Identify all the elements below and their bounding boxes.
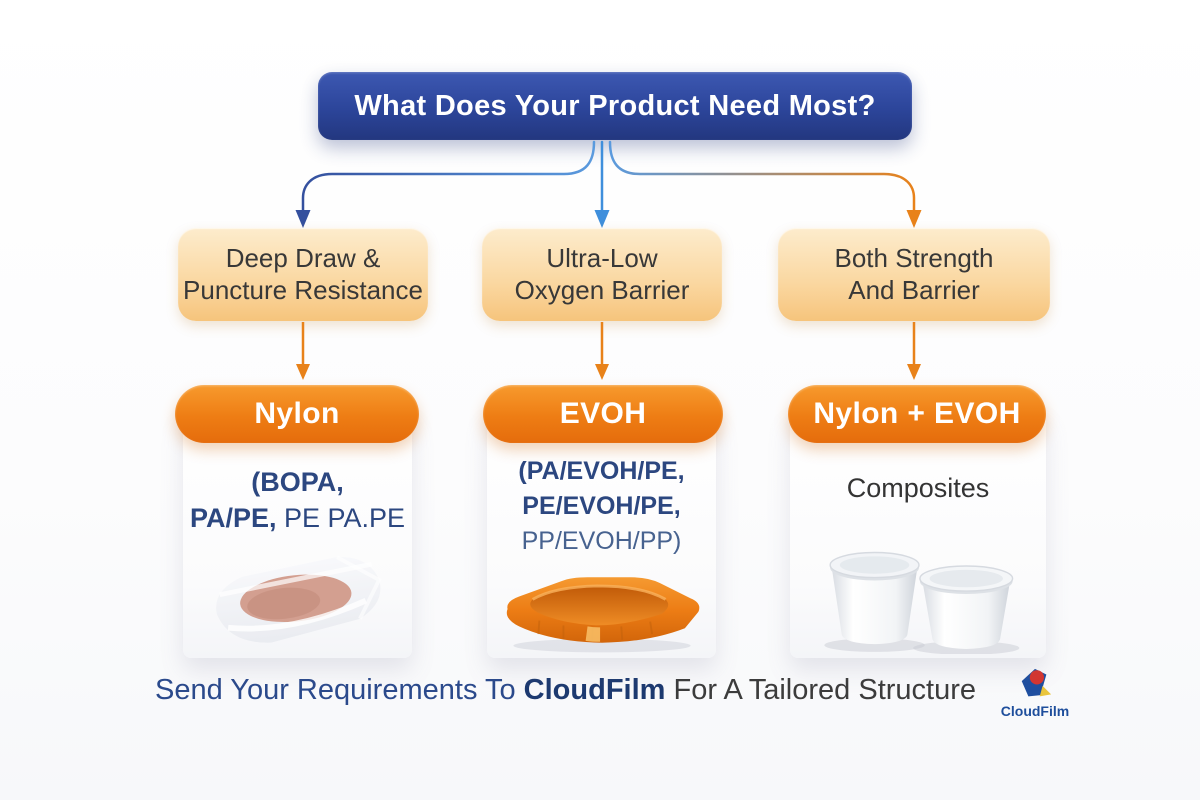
detail-card-nylon: (BOPA, PA/PE, PE PA.PE [183,412,412,658]
cta-brand-name: CloudFilm [523,674,666,706]
material-label: Nylon + EVOH [813,397,1021,430]
structure-line-bold: PA/PE, [189,503,277,534]
arrowhead-right-icon [906,210,922,228]
down-arrow-icon [595,322,609,380]
choice-label-line1: Both Strength [834,242,994,273]
structure-line: Composites [846,473,990,503]
branch-connector-arrows [295,140,922,228]
choice-label-line2: Oxygen Barrier [514,274,690,305]
detail-card-composites: Composites [790,412,1046,658]
arrow-line-left [301,140,596,214]
structure-line: PP/EVOH/PP) [521,527,682,555]
structure-line: (PA/EVOH/PE, [518,457,685,485]
structure-line-regular: PE PA.PE [283,503,406,534]
material-label: Nylon [254,397,340,430]
cloudfilm-logo-text: CloudFilm [1000,703,1070,719]
arrowhead-center-icon [594,210,610,228]
structure-list: Composites [847,470,990,506]
choice-box-deep-draw: Deep Draw & Puncture Resistance [178,228,428,321]
down-arrow-icon [296,322,310,380]
detail-card-evoh: (PA/EVOH/PE, PE/EVOH/PE, PP/EVOH/PP) [487,412,716,658]
material-pill-nylon-evoh: Nylon + EVOH [788,385,1046,443]
choice-box-oxygen-barrier: Ultra-Low Oxygen Barrier [482,228,722,321]
vacuum-bag-image [215,555,382,643]
material-pill-nylon: Nylon [175,385,419,443]
cta-suffix: For A Tailored Structure [673,674,977,706]
question-title: What Does Your Product Need Most? [354,89,876,122]
choice-label-line1: Deep Draw & [225,242,381,273]
choice-label-line2: And Barrier [848,274,980,305]
material-label: EVOH [559,397,647,430]
cloudfilm-logo-icon [1021,668,1052,697]
white-cups-image [824,551,1020,654]
material-pill-evoh: EVOH [483,385,723,443]
arrow-line-right [608,140,916,214]
question-header: What Does Your Product Need Most? [318,72,912,140]
choice-box-strength-and-barrier: Both Strength And Barrier [778,228,1050,321]
arrowhead-left-icon [295,210,311,228]
choice-label-line2: Puncture Resistance [183,274,423,305]
down-arrow-icon [907,322,921,380]
structure-list: (BOPA, PA/PE, PE PA.PE [190,464,405,537]
cloudfilm-logo: CloudFilm [1000,666,1070,719]
structure-list: (PA/EVOH/PE, PE/EVOH/PE, PP/EVOH/PP) [518,454,684,559]
choice-label-line1: Ultra-Low [546,242,658,273]
structure-line: (BOPA, [251,467,344,497]
orange-tray-image [506,577,699,653]
structure-line: PE/EVOH/PE, [522,492,681,520]
cta-prefix: Send Your Requirements To [155,674,516,706]
cta-line: Send Your Requirements To CloudFilm For … [155,674,1005,707]
